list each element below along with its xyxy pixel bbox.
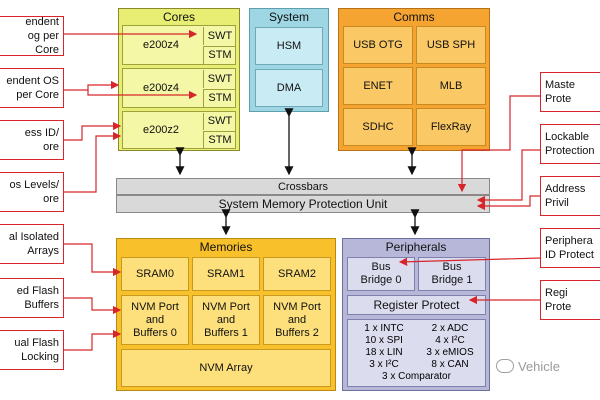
right-callout-1: Maste Prote	[540, 72, 600, 112]
core-1-label: e200z4	[142, 38, 180, 51]
system-block: System HSM DMA	[249, 8, 329, 112]
io-item: 10 x SPI	[365, 335, 403, 346]
right-callout-4: Periphera ID Protect	[540, 228, 600, 268]
nvm-port-2-cell: NVM Port and Buffers 2	[263, 295, 331, 345]
left-callout-2: endent OS per Core	[0, 68, 64, 108]
sram1-cell: SRAM1	[192, 257, 260, 291]
comms-title: Comms	[393, 10, 435, 24]
memories-title: Memories	[199, 240, 253, 254]
core-3-stm: STM	[203, 131, 236, 148]
io-item: 8 x CAN	[431, 359, 469, 370]
left-connector-4	[64, 131, 122, 193]
core-1-stm: STM	[203, 46, 236, 64]
core-2-stm: STM	[203, 89, 236, 107]
right-connector-1	[457, 95, 540, 193]
flexray-cell: FlexRay	[416, 108, 486, 146]
left-callout-5: al Isolated Arrays	[0, 224, 64, 264]
right-connector-4	[398, 257, 541, 266]
sram2-cell: SRAM2	[263, 257, 331, 291]
io-item: 3 x I²C	[369, 359, 399, 370]
io-left-list: 1 x INTC 10 x SPI 18 x LIN 3 x I²C	[352, 323, 416, 371]
watermark-text: Vehicle	[518, 358, 560, 374]
crossbars-bar: Crossbars	[116, 178, 490, 195]
right-callout-2: Lockable Protection	[540, 124, 600, 164]
bus-links	[175, 108, 420, 236]
bus-bridge-1-cell: Bus Bridge 1	[418, 257, 486, 291]
right-callout-3: Address Privil	[540, 176, 600, 216]
core-1-swt: SWT	[203, 27, 236, 45]
comms-block: Comms USB OTG USB SPH ENET MLB SDHC Flex…	[338, 8, 490, 151]
left-connector-2a	[64, 80, 120, 91]
mlb-cell: MLB	[416, 67, 486, 105]
io-right-list: 2 x ADC 4 x I²C 3 x eMIOS 8 x CAN	[418, 323, 482, 371]
right-connector-3	[476, 195, 540, 211]
io-item: 4 x I²C	[435, 335, 465, 346]
cores-title: Cores	[162, 10, 195, 24]
io-item: 1 x INTC	[364, 323, 404, 334]
io-item: 18 x LIN	[365, 347, 403, 358]
right-connector-2	[476, 149, 540, 205]
left-connector-3	[64, 121, 122, 141]
right-connectors	[398, 95, 541, 305]
memories-block: Memories SRAM0 SRAM1 SRAM2 NVM Port and …	[116, 238, 336, 391]
left-callout-1: endent og per Core	[0, 16, 64, 56]
register-protect-cell: Register Protect	[347, 295, 486, 315]
left-connector-6	[64, 297, 122, 315]
smpu-bar: System Memory Protection Unit	[116, 195, 490, 213]
left-connector-7	[64, 329, 122, 351]
hsm-cell: HSM	[255, 27, 323, 65]
core-2-label: e200z4	[142, 81, 180, 94]
usb-otg-cell: USB OTG	[343, 26, 413, 64]
core-row-3: e200z2 SWT STM	[122, 111, 236, 149]
core-3-label: e200z2	[142, 123, 180, 136]
io-bottom: 3 x Comparator	[382, 371, 451, 382]
io-item: 2 x ADC	[431, 323, 469, 334]
peripherals-title: Peripherals	[385, 240, 447, 254]
core-row-2: e200z4 SWT STM	[122, 68, 236, 108]
cores-block: Cores e200z4 SWT STM e200z4 SWT STM e200…	[118, 8, 240, 151]
core-3-swt: SWT	[203, 113, 236, 130]
watermark: Vehicle	[496, 354, 600, 378]
peripheral-io-cell: 1 x INTC 10 x SPI 18 x LIN 3 x I²C 2 x A…	[347, 319, 486, 387]
left-callout-4: os Levels/ ore	[0, 172, 64, 212]
left-connector-2b	[87, 90, 198, 100]
chat-bubble-icon	[496, 359, 514, 373]
core-2-swt: SWT	[203, 70, 236, 88]
right-callout-5: Regi Prote	[540, 280, 600, 320]
left-callout-7: ual Flash Locking	[0, 330, 64, 370]
nvm-port-1-cell: NVM Port and Buffers 1	[192, 295, 260, 345]
left-connectors	[64, 29, 198, 351]
nvm-array-cell: NVM Array	[121, 349, 331, 387]
left-connector-5	[64, 243, 122, 277]
core-row-1: e200z4 SWT STM	[122, 25, 236, 65]
left-callout-3: ess ID/ ore	[0, 120, 64, 160]
system-title: System	[268, 10, 309, 24]
sdhc-cell: SDHC	[343, 108, 413, 146]
peripherals-block: Peripherals Bus Bridge 0 Bus Bridge 1 Re…	[342, 238, 490, 391]
nvm-port-0-cell: NVM Port and Buffers 0	[121, 295, 189, 345]
left-callout-6: ed Flash Buffers	[0, 278, 64, 318]
dma-cell: DMA	[255, 69, 323, 107]
sram0-cell: SRAM0	[121, 257, 189, 291]
enet-cell: ENET	[343, 67, 413, 105]
io-item: 3 x eMIOS	[426, 347, 474, 358]
usb-sph-cell: USB SPH	[416, 26, 486, 64]
